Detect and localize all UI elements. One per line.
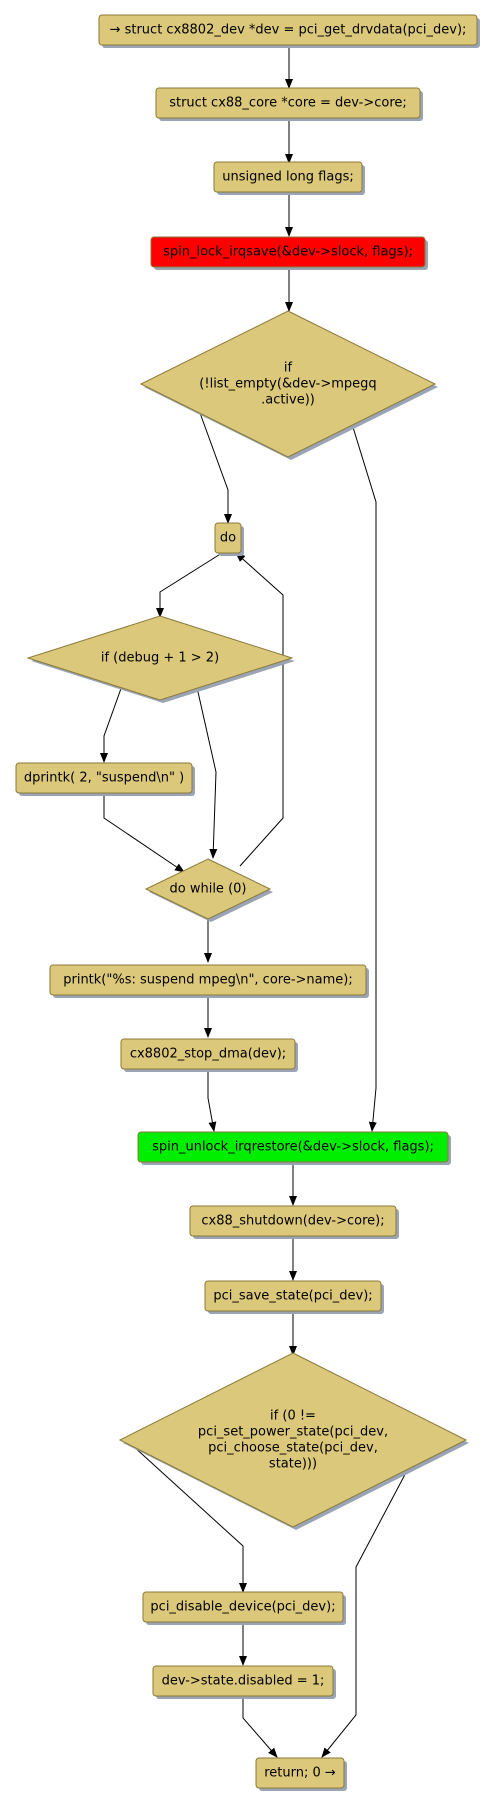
if-debug-label: if (debug + 1 > 2) xyxy=(101,651,219,666)
if-debug-decision: if (debug + 1 > 2) xyxy=(26,615,295,703)
shutdown-label: cx88_shutdown(dev->core); xyxy=(201,1214,384,1229)
edge-if-active-unlock xyxy=(351,423,377,1132)
edge-if-power-return xyxy=(321,1464,411,1758)
flags-node: unsigned long flags; xyxy=(213,161,365,195)
if-power-label: pci_choose_state(pci_dev, xyxy=(208,1441,378,1456)
dprintk-node: dprintk( 2, "suspend\n" ) xyxy=(15,762,195,796)
start-node: → struct cx8802_dev *dev = pci_get_drvda… xyxy=(98,14,480,48)
edge-if-debug-dowhile xyxy=(195,682,218,859)
lock-label: spin_lock_irqsave(&dev->slock, flags); xyxy=(163,245,413,260)
shutdown-node: cx88_shutdown(dev->core); xyxy=(189,1205,399,1239)
edge-if-active-do xyxy=(199,412,232,524)
disable-node: pci_disable_device(pci_dev); xyxy=(142,1591,346,1625)
if-power-label: if (0 != xyxy=(270,1409,316,1424)
flags-label: unsigned long flags; xyxy=(222,170,354,185)
stop-dma-node: cx8802_stop_dma(dev); xyxy=(120,1038,298,1072)
edge-dowhile-do xyxy=(235,552,284,867)
unlock-node: spin_unlock_irqrestore(&dev->slock, flag… xyxy=(137,1131,451,1165)
edge-disabled-return xyxy=(242,1696,278,1758)
edge-do-if-debug xyxy=(156,552,223,618)
do-node: do xyxy=(214,522,244,556)
if-active-decision: if(!list_empty(&dev->mpegq.active)) xyxy=(139,310,438,460)
disabled-label: dev->state.disabled = 1; xyxy=(162,1674,325,1689)
edge-stopdma-unlock xyxy=(207,1071,217,1132)
core-label: struct cx88_core *core = dev->core; xyxy=(169,96,407,111)
printk-node: printk("%s: suspend mpeg\n", core->name)… xyxy=(49,964,369,998)
edge-dprintk-dowhile xyxy=(103,793,185,873)
unlock-label: spin_unlock_irqrestore(&dev->slock, flag… xyxy=(152,1140,434,1155)
lock-node: spin_lock_irqsave(&dev->slock, flags); xyxy=(150,236,428,270)
save-state-node: pci_save_state(pci_dev); xyxy=(204,1280,384,1314)
do-while-decision: do while (0) xyxy=(144,858,273,922)
dprintk-label: dprintk( 2, "suspend\n" ) xyxy=(24,771,184,786)
if-active-label: (!list_empty(&dev->mpegq xyxy=(199,377,376,392)
edge-if-power-disable xyxy=(131,1444,247,1593)
if-active-label: if xyxy=(284,361,293,376)
if-active-label: .active)) xyxy=(261,393,315,408)
disabled-node: dev->state.disabled = 1; xyxy=(152,1665,336,1699)
do-while-label: do while (0) xyxy=(170,882,247,897)
stop-dma-label: cx8802_stop_dma(dev); xyxy=(130,1047,286,1062)
do-label: do xyxy=(220,531,236,546)
start-label: → struct cx8802_dev *dev = pci_get_drvda… xyxy=(110,23,467,38)
if-power-label: pci_set_power_state(pci_dev, xyxy=(198,1425,388,1440)
printk-label: printk("%s: suspend mpeg\n", core->name)… xyxy=(63,973,353,988)
return-label: return; 0 → xyxy=(264,1766,336,1781)
core-node: struct cx88_core *core = dev->core; xyxy=(155,87,423,121)
if-power-label: state))) xyxy=(269,1457,317,1472)
save-state-label: pci_save_state(pci_dev); xyxy=(213,1289,372,1304)
disable-label: pci_disable_device(pci_dev); xyxy=(150,1600,335,1615)
if-power-decision: if (0 !=pci_set_power_state(pci_dev,pci_… xyxy=(118,1352,469,1530)
return-node: return; 0 → xyxy=(255,1757,347,1791)
edge-if-debug-dprintk xyxy=(100,682,124,763)
